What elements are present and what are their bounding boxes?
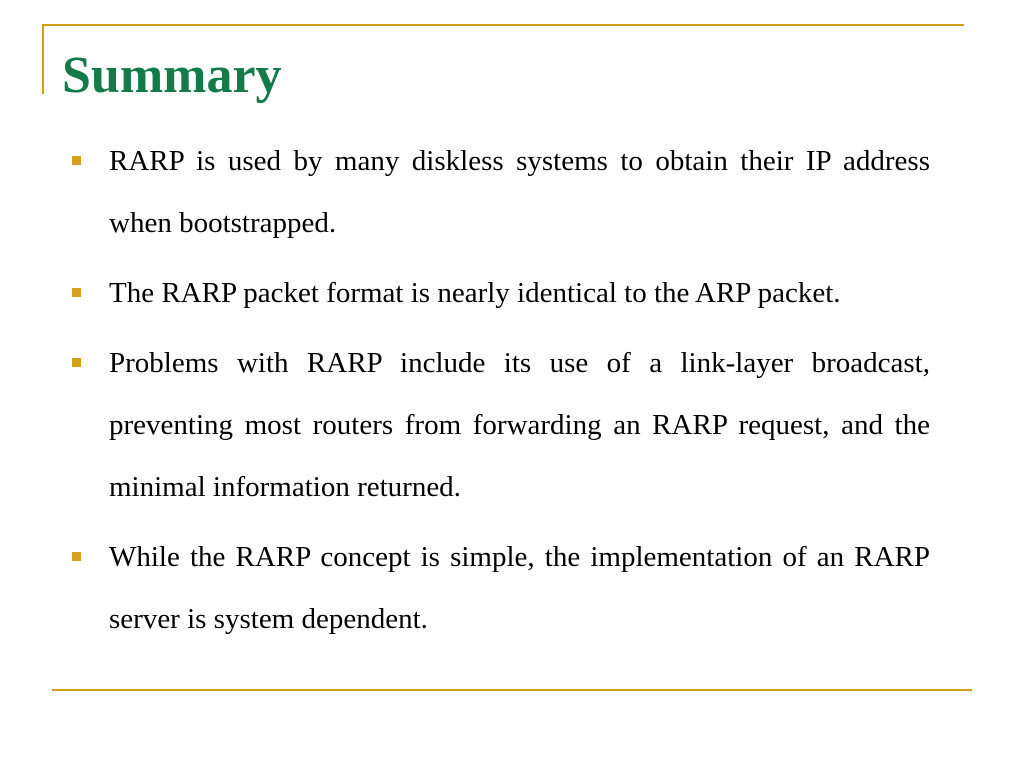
bullet-text-3: Problems with RARP include its use of a … xyxy=(109,347,930,503)
square-bullet-icon xyxy=(72,552,81,561)
frame-top-rule xyxy=(42,24,964,26)
frame-bottom-rule xyxy=(52,689,972,691)
bullet-text-2: The RARP packet format is nearly identic… xyxy=(109,277,841,309)
bullet-item-1: RARP is used by many diskless systems to… xyxy=(72,130,930,254)
bullet-text-1: RARP is used by many diskless systems to… xyxy=(109,145,930,239)
bullet-text-4: While the RARP concept is simple, the im… xyxy=(109,541,930,635)
square-bullet-icon xyxy=(72,358,81,367)
frame-left-rule xyxy=(42,24,44,94)
bullet-item-2: The RARP packet format is nearly identic… xyxy=(72,262,930,324)
slide-title: Summary xyxy=(62,47,282,104)
bullet-list: RARP is used by many diskless systems to… xyxy=(72,130,930,658)
bullet-item-3: Problems with RARP include its use of a … xyxy=(72,332,930,518)
square-bullet-icon xyxy=(72,156,81,165)
square-bullet-icon xyxy=(72,288,81,297)
bullet-item-4: While the RARP concept is simple, the im… xyxy=(72,526,930,650)
